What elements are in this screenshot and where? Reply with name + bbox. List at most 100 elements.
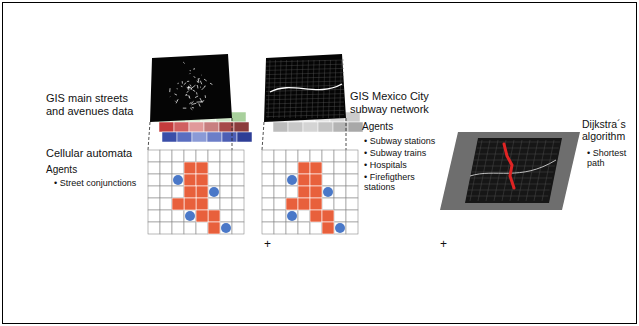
data-layer-strip (174, 122, 189, 132)
active-cell (310, 174, 322, 186)
street-line (334, 60, 336, 118)
street-line (204, 86, 206, 87)
grid-cell (274, 162, 286, 174)
street-line (340, 60, 342, 118)
grid-cell (208, 210, 220, 222)
data-layer-strip (189, 122, 204, 132)
grid-cell (262, 186, 274, 198)
street-line (266, 106, 344, 108)
grid-cell (286, 150, 298, 162)
active-cell (310, 186, 322, 198)
grid-cell (310, 186, 322, 198)
projection-line (232, 118, 233, 150)
grid-cell (286, 198, 298, 210)
subway-line (270, 84, 342, 92)
grid-cell (232, 162, 244, 174)
grid-cell (346, 198, 358, 210)
grid-cell (148, 162, 160, 174)
data-layer-strip (234, 122, 249, 132)
street-line (290, 60, 292, 118)
grid-cell (208, 198, 220, 210)
street-line (185, 94, 187, 96)
street-line (266, 64, 344, 66)
street-line (478, 142, 560, 143)
street-line (202, 86, 205, 89)
street-line (486, 140, 498, 201)
street-line (266, 85, 344, 87)
grid-cell (220, 222, 232, 234)
street-line (174, 94, 176, 95)
street-line (200, 81, 201, 85)
grid-cell (322, 162, 334, 174)
street-line (199, 103, 200, 106)
grid-cell (172, 198, 184, 210)
grid-cell (310, 174, 322, 186)
data-layer-strip (159, 122, 174, 132)
street-line (169, 88, 170, 92)
grid-cell (346, 150, 358, 162)
grid-cell (220, 174, 232, 186)
active-cell (298, 174, 310, 186)
street-line (191, 101, 194, 104)
agent-dot (335, 223, 345, 233)
frame-border (3, 3, 637, 324)
grid-cell (148, 222, 160, 234)
grid-cell (346, 222, 358, 234)
grid-cell (274, 210, 286, 222)
grid-cell (322, 198, 334, 210)
agent-item: • Subway stations (364, 136, 444, 146)
street-line (190, 87, 192, 89)
grid-cell (172, 222, 184, 234)
street-line (189, 96, 190, 97)
grid-cell (220, 150, 232, 162)
active-cell (310, 210, 322, 222)
street-line (266, 102, 344, 104)
active-cell (196, 162, 208, 174)
street-line (187, 81, 189, 82)
street-line (191, 105, 192, 106)
grid-cell (298, 222, 310, 234)
data-layer-strip (273, 122, 288, 132)
layer-stack (262, 54, 363, 234)
grid-cell (310, 162, 322, 174)
grid-cell (346, 186, 358, 198)
agent-dot (287, 211, 297, 221)
street-line (182, 81, 183, 83)
subway-line (470, 160, 556, 176)
agent-dot (221, 223, 231, 233)
street-line (204, 79, 207, 81)
grid-cell (334, 210, 346, 222)
grid-cell (262, 210, 274, 222)
street-line (296, 60, 298, 118)
grid-cell (346, 174, 358, 186)
street-line (266, 68, 344, 70)
grid-cell (286, 210, 298, 222)
street-line (192, 107, 194, 109)
street-line (198, 78, 200, 82)
agent-dot (287, 175, 297, 185)
grid-cell (196, 150, 208, 162)
street-line (268, 60, 270, 118)
street-line (186, 94, 188, 96)
data-layer-strip (162, 132, 177, 142)
active-cell (286, 198, 298, 210)
agent-dot (185, 211, 195, 221)
active-cell (184, 162, 196, 174)
grid-cell (322, 210, 334, 222)
active-cell (298, 186, 310, 198)
plus-sign: + (440, 238, 454, 252)
grid-cell (160, 186, 172, 198)
grid-cell (172, 210, 184, 222)
layer-stack (148, 54, 252, 234)
layer-title: GIS main streets and avenues data (46, 92, 146, 117)
grid-cell (274, 150, 286, 162)
street-line (177, 88, 178, 89)
grid-cell (322, 222, 334, 234)
gis-map-layer (150, 54, 232, 122)
grid-cell (172, 174, 184, 186)
agents-heading: Agents (46, 164, 136, 176)
active-cell (208, 222, 220, 234)
grid-cell (274, 186, 286, 198)
grid-cell (346, 162, 358, 174)
grid-cell (298, 162, 310, 174)
